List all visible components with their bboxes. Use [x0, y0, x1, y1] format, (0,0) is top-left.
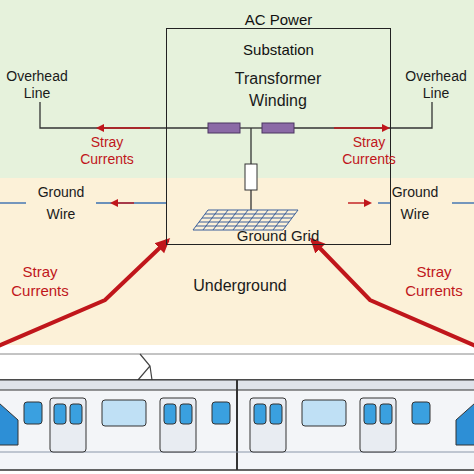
winding-symbol — [208, 123, 240, 133]
grid-stroke — [208, 210, 298, 211]
train-window — [302, 400, 346, 426]
train-door — [250, 398, 286, 452]
train-door — [160, 398, 196, 452]
ground-wire — [0, 202, 474, 203]
train-window — [412, 402, 430, 424]
train-window — [364, 404, 376, 424]
resistor-symbol — [245, 164, 257, 190]
train-window — [270, 404, 282, 424]
current-label: Stray Currents — [328, 134, 410, 168]
train-window — [180, 404, 192, 424]
train-window — [102, 400, 146, 426]
grid-stroke — [205, 214, 295, 215]
train-door — [360, 398, 396, 452]
train-window — [254, 404, 266, 424]
train-window — [212, 402, 230, 424]
underground-band — [0, 178, 474, 345]
current-label: Stray Currents — [66, 134, 148, 168]
train — [0, 380, 474, 470]
component-label: Ground Grid — [213, 227, 343, 244]
pantograph — [138, 354, 152, 380]
grid-stroke — [202, 218, 292, 219]
train-window — [54, 404, 66, 424]
train-window — [24, 402, 42, 424]
winding-symbol — [262, 123, 294, 133]
substation-title: AC Power Substation — [231, 5, 327, 65]
above-ground-band — [0, 0, 474, 178]
current-arrow — [348, 202, 370, 203]
current-label: Stray Currents — [2, 262, 78, 300]
train-window — [70, 404, 82, 424]
grid-stroke — [199, 222, 289, 223]
train-door — [50, 398, 86, 452]
current-arrow — [334, 127, 388, 129]
stray-current-arrow — [312, 240, 474, 347]
line-label: Overhead Line — [400, 68, 472, 102]
current-arrow — [98, 127, 150, 129]
train-window — [380, 404, 392, 424]
stray-current-arrow — [0, 240, 168, 347]
catenary-wire — [0, 354, 474, 355]
overhead-wiring — [40, 102, 432, 210]
component-label: Transformer Winding — [213, 68, 343, 112]
train-window — [164, 404, 176, 424]
region-label: Underground — [180, 276, 300, 296]
line-label: Overhead Line — [1, 68, 73, 102]
current-arrow — [112, 202, 134, 203]
grid-stroke — [196, 226, 286, 227]
wire-label: Ground Wire — [26, 181, 96, 225]
wire-label: Ground Wire — [378, 181, 452, 225]
current-label: Stray Currents — [396, 262, 472, 300]
